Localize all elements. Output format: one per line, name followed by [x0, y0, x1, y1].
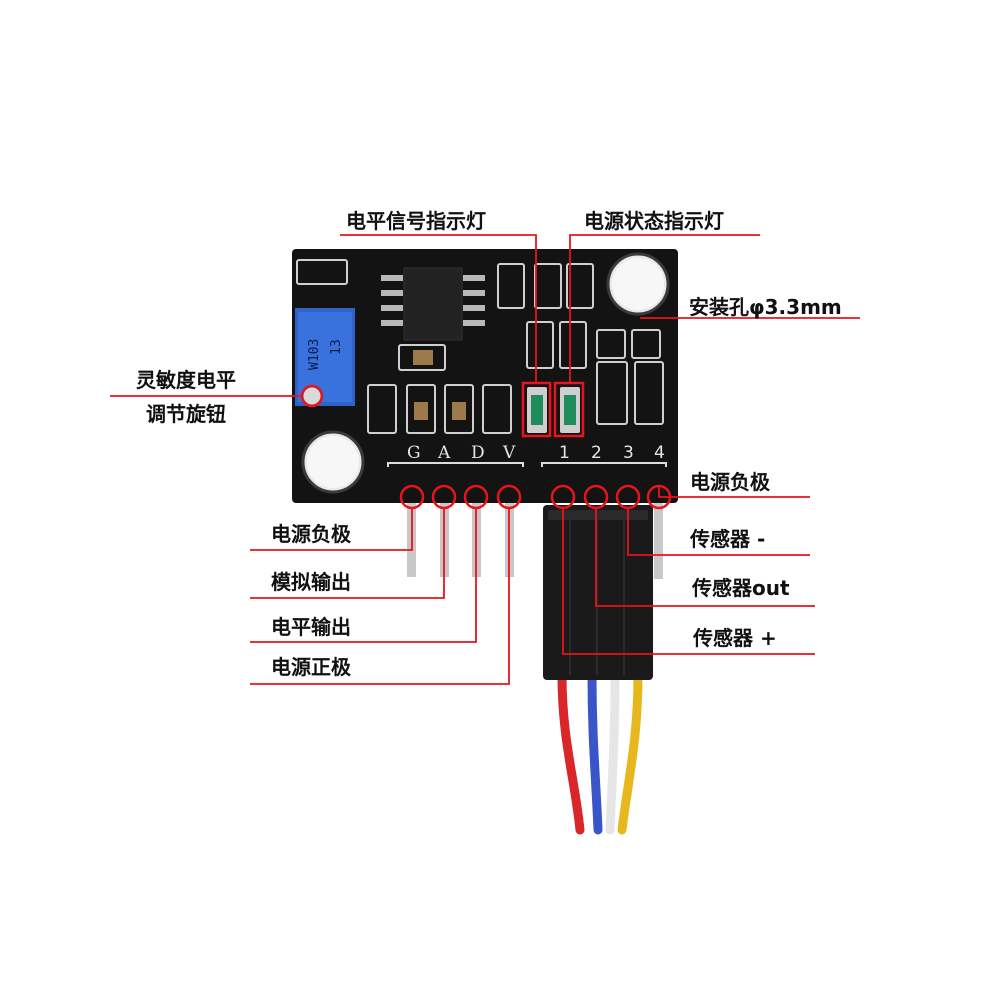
- silkscreen-pin-2: 2: [591, 443, 602, 463]
- label-power-led: 电源状态指示灯: [584, 209, 724, 233]
- wire-yellow: [617, 670, 643, 835]
- label-mount-hole: 安装孔φ3.3mm: [689, 295, 842, 319]
- label-gnd-left: 电源负极: [271, 522, 351, 546]
- wire-white: [605, 670, 620, 835]
- sensor-cable: [543, 505, 653, 835]
- silkscreen-pin-a: A: [437, 443, 451, 463]
- label-analog-out: 模拟输出: [271, 570, 351, 594]
- label-sensor-plus: 传感器 +: [693, 626, 777, 650]
- power-led-highlight: [553, 381, 585, 438]
- pcb-board: [292, 249, 678, 503]
- pot-silkscreen: W103: [307, 339, 322, 370]
- label-gnd-right: 电源负极: [690, 470, 770, 494]
- label-vcc: 电源正极: [271, 655, 351, 679]
- label-level-out: 电平输出: [271, 615, 351, 639]
- label-sensor-out: 传感器out: [692, 576, 790, 600]
- pcb: [292, 249, 678, 503]
- silkscreen-pin-g: G: [407, 443, 421, 463]
- ic-chip: [403, 267, 463, 341]
- callout-leaders: [110, 234, 860, 685]
- silkscreen-pin-d: D: [471, 443, 485, 463]
- wire-red: [557, 670, 585, 835]
- pot-silkscreen-2: 13: [329, 339, 344, 355]
- silkscreen-pin-3: 3: [623, 443, 634, 463]
- label-sensor-minus: 传感器 -: [690, 527, 766, 551]
- silkscreen-pin-v: V: [502, 443, 516, 463]
- label-signal-led: 电平信号指示灯: [346, 209, 486, 233]
- wire-blue: [587, 670, 603, 835]
- smd-components: [296, 259, 664, 434]
- silkscreen-pin-4: 4: [654, 443, 665, 463]
- pot-knob-highlight: [300, 384, 324, 408]
- silkscreen-pin-1: 1: [559, 443, 570, 463]
- label-sensitivity-line1: 灵敏度电平: [136, 368, 236, 392]
- label-sensitivity-line2: 调节旋钮: [146, 402, 226, 426]
